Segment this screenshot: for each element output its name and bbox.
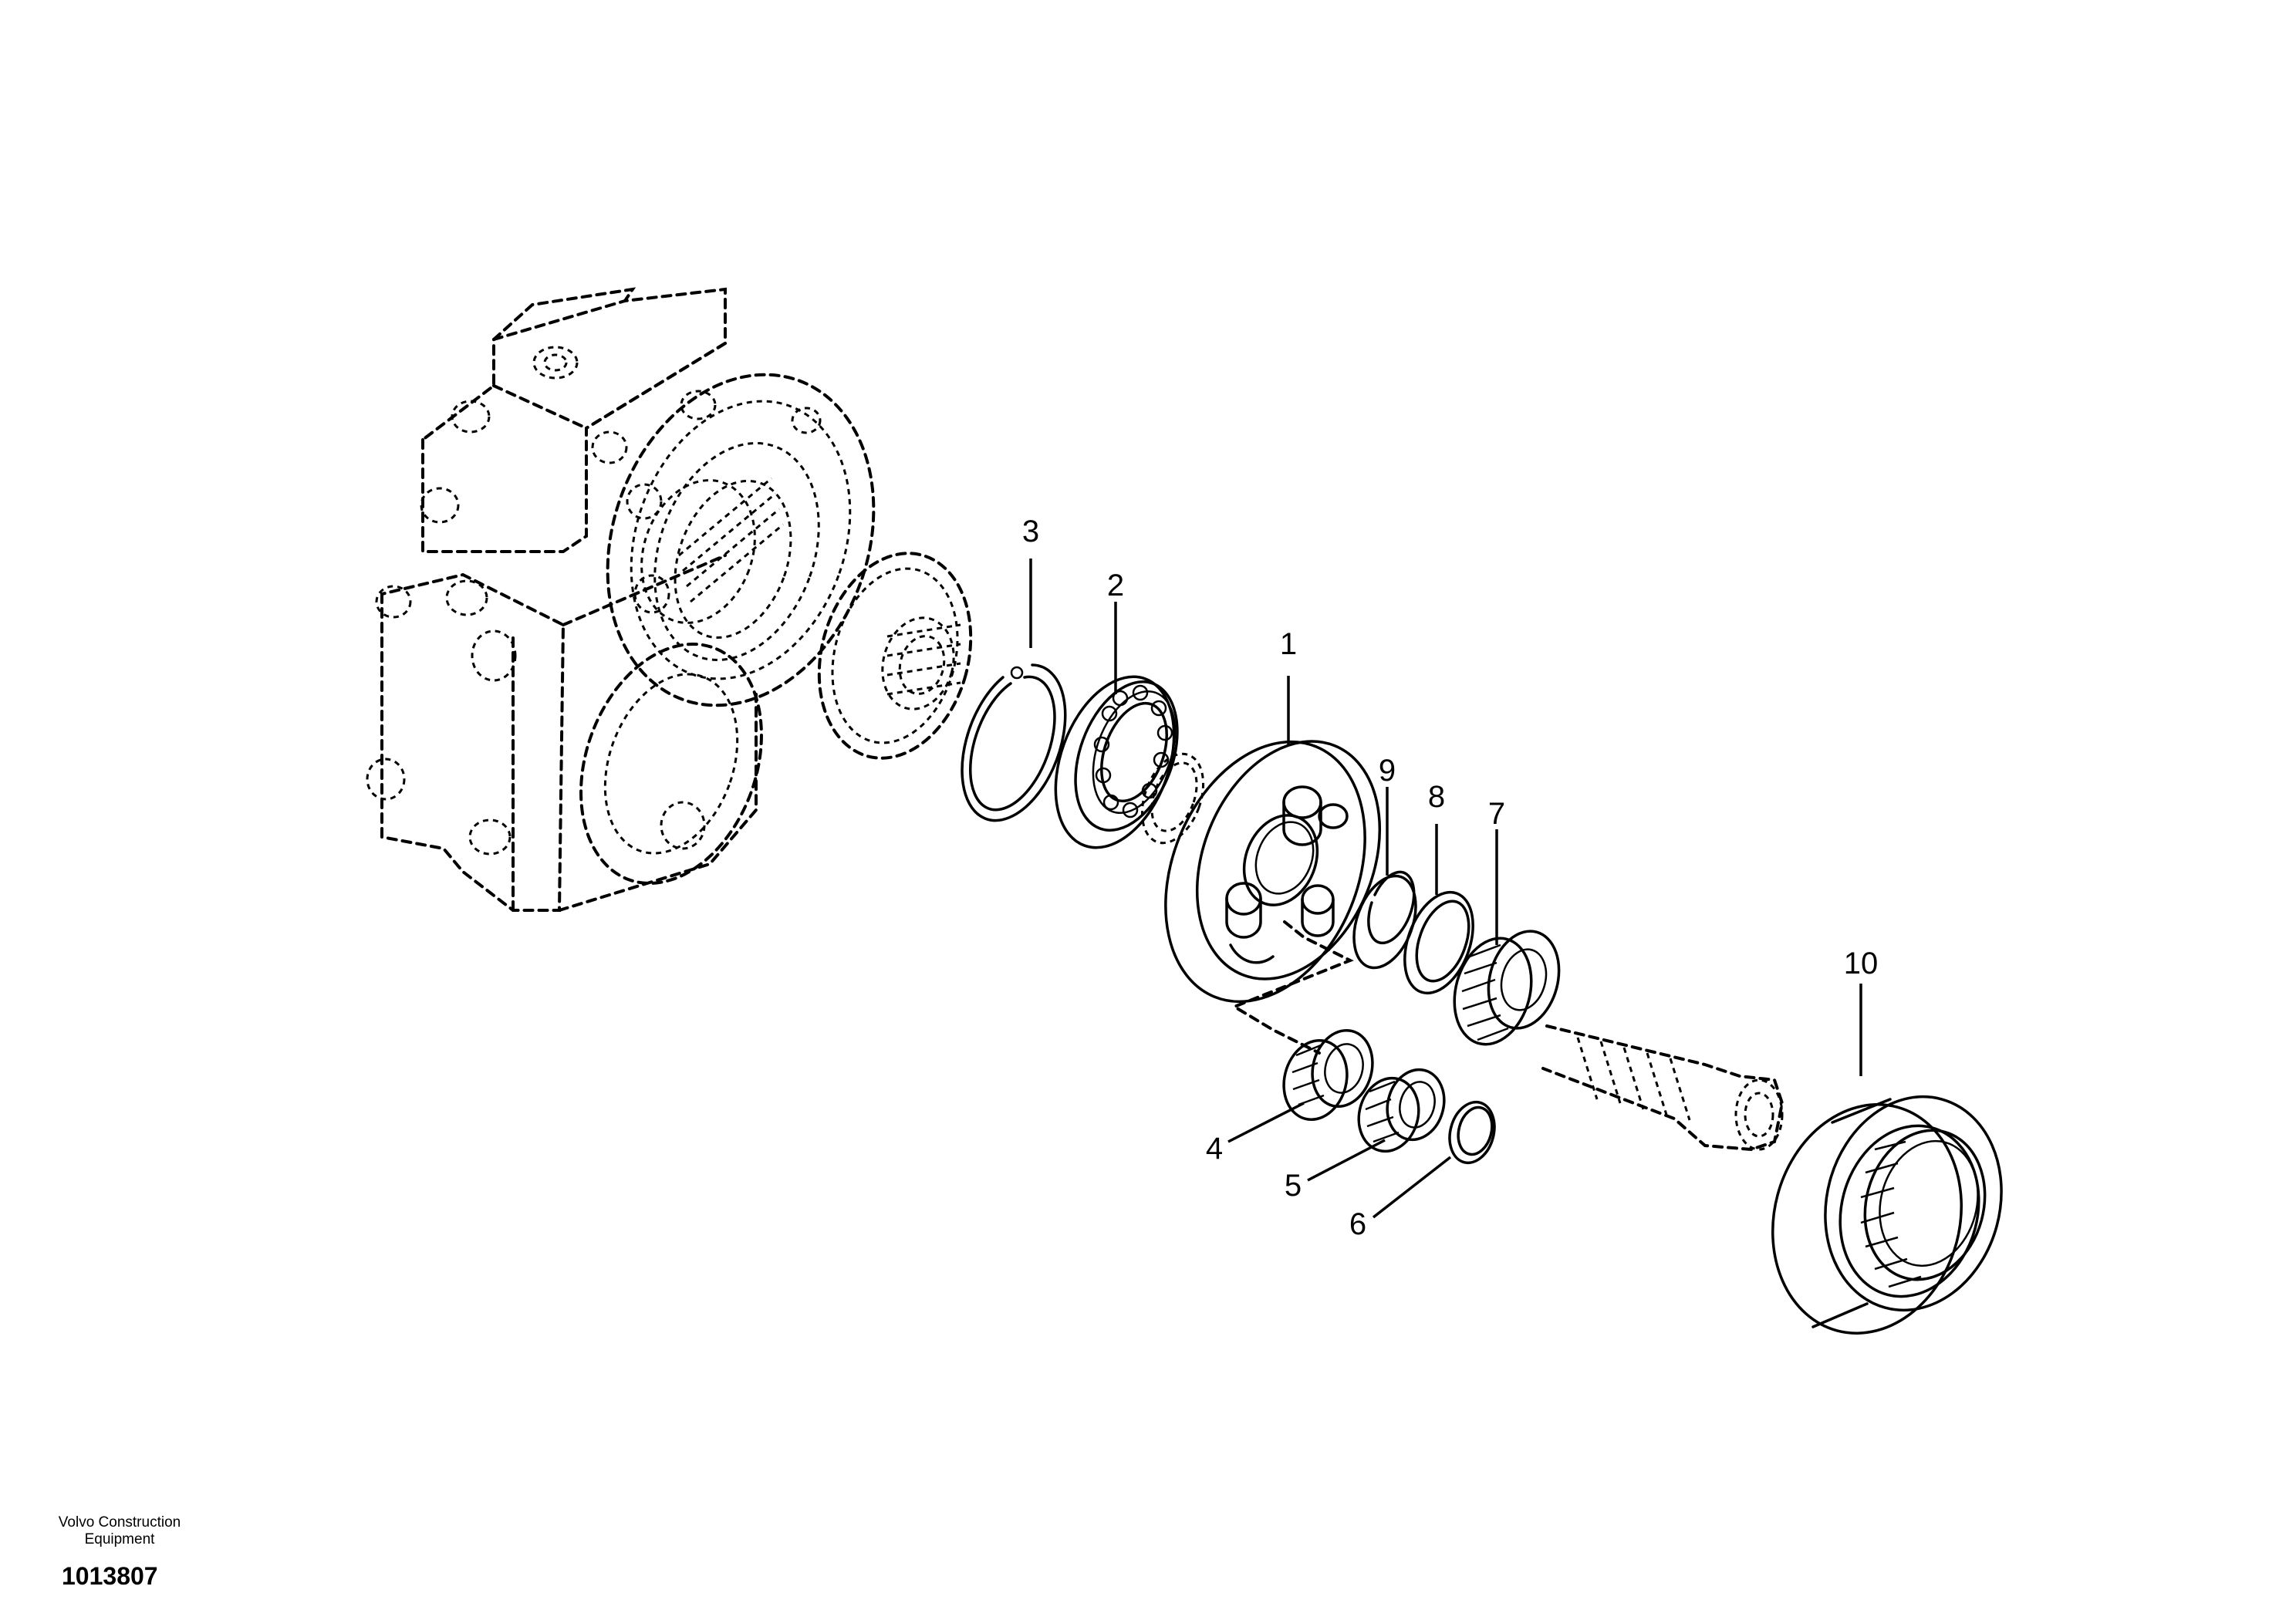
shim-ring-part-8	[1403, 890, 1474, 995]
callout-7: 7	[1488, 797, 1505, 831]
ball-bearing-part-2	[1054, 675, 1179, 849]
callout-4: 4	[1206, 1132, 1223, 1166]
callout-2: 2	[1107, 569, 1124, 602]
callout-labels: 1 2 3 4 5 6 7 8 9 10	[1022, 515, 1878, 1241]
leader-lines	[1029, 559, 1862, 1219]
callout-8: 8	[1428, 780, 1445, 814]
assembly-path-dashed	[1231, 920, 1354, 1055]
planet-carrier-part-1	[1164, 740, 1382, 1004]
gearbox-housing-outline	[366, 287, 876, 912]
ring-gear-part-10	[1771, 1095, 2003, 1335]
planet-gear-outline	[817, 552, 973, 760]
needle-bearing-part-5	[1357, 1068, 1446, 1153]
company-name-line-1: Volvo Construction	[58, 1514, 181, 1531]
callout-3: 3	[1022, 515, 1039, 548]
sun-gear-part-7	[1453, 930, 1561, 1046]
callout-1: 1	[1280, 627, 1297, 661]
drive-shaft-outline	[1541, 1024, 1784, 1152]
dashed-circlip-outline	[1140, 752, 1205, 845]
thrust-washer-part-6	[1448, 1100, 1496, 1165]
callout-6: 6	[1349, 1207, 1366, 1241]
callout-10: 10	[1844, 947, 1879, 980]
retaining-ring-part-3	[961, 663, 1067, 822]
figure-number: 1013807	[62, 1562, 158, 1590]
callout-5: 5	[1285, 1169, 1302, 1203]
planet-gear-part-4	[1282, 1028, 1374, 1122]
callout-9: 9	[1379, 754, 1396, 788]
company-name-line-2: Equipment	[84, 1531, 155, 1547]
